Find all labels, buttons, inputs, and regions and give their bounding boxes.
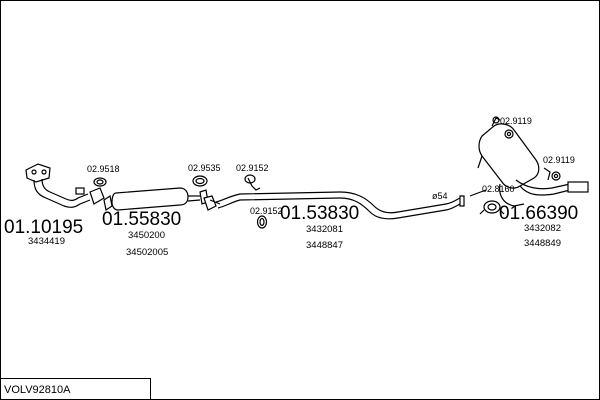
middle-silencer-ref-1: 3450200	[128, 230, 165, 241]
hanger-fitting-4	[256, 215, 268, 229]
middle-pipe-ref-2: 3448847	[306, 240, 343, 251]
fitting-label-7: 02.8160	[482, 184, 515, 194]
middle-pipe-part	[215, 191, 465, 220]
hanger-fitting-5	[504, 129, 514, 139]
middle-pipe-ref-1: 3432081	[306, 224, 343, 235]
fitting-label-3: 02.9152	[236, 163, 269, 173]
rear-silencer-number: 01.66390	[499, 203, 578, 224]
front-pipe-ref-1: 3434419	[28, 236, 65, 247]
fitting-label-2: 02.9535	[188, 163, 221, 173]
middle-pipe-number: 01.53830	[280, 203, 359, 224]
hanger-fitting-3	[244, 174, 261, 191]
diagram-title: VOLV92810A	[4, 384, 71, 396]
fitting-label-5: 02.9119	[500, 116, 532, 126]
fitting-label-8: ø54	[432, 191, 448, 201]
hanger-fitting-6	[551, 171, 561, 181]
fitting-label-1: 02.9518	[87, 164, 120, 174]
fitting-label-6: 02.9119	[543, 155, 575, 165]
middle-silencer-part	[103, 187, 209, 211]
front-pipe-part	[25, 163, 105, 208]
front-pipe-number: 01.10195	[4, 217, 83, 238]
middle-pipe-clamp	[203, 195, 221, 211]
fitting-label-4: 02.9152	[250, 206, 283, 216]
rear-silencer-ref-2: 3448849	[524, 238, 561, 249]
gasket-fitting-1	[93, 177, 107, 187]
clamp-fitting-7	[479, 200, 505, 215]
rear-silencer-part	[469, 116, 589, 207]
rear-silencer-ref-1: 3432082	[524, 223, 561, 234]
middle-silencer-number: 01.55830	[102, 209, 181, 230]
gasket-fitting-2	[192, 175, 208, 187]
middle-silencer-ref-2: 34502005	[126, 247, 168, 258]
